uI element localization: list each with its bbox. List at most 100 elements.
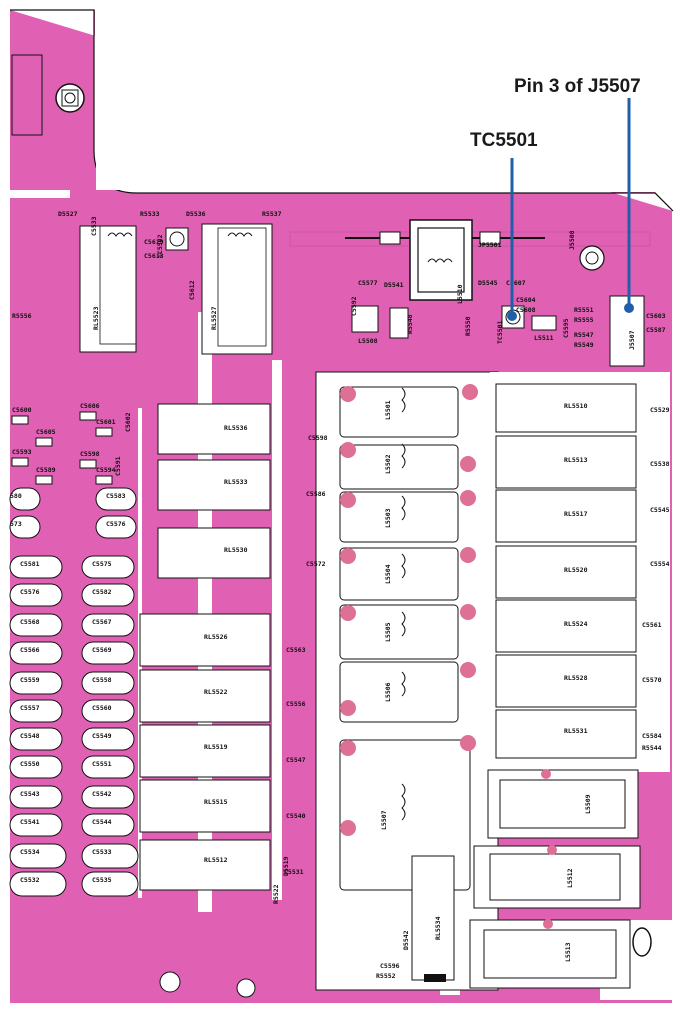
relay-rl5520: RL5520 [564, 566, 588, 574]
cap-c5567: C5567 [92, 618, 112, 626]
label-tc5502: TC5502 [156, 234, 164, 258]
inductor-l5504: L5504 [384, 564, 392, 584]
cap-c5535: C5535 [92, 876, 112, 884]
inductor-l5503: L5503 [384, 508, 392, 528]
relay-rl5536: RL5536 [224, 424, 248, 432]
inductor-l5512: L5512 [566, 868, 574, 888]
tc5501-marker-dot [507, 311, 517, 321]
cap-c5556: C5556 [286, 700, 306, 708]
cap-c5543: C5543 [20, 790, 40, 798]
cap-c5542: C5542 [92, 790, 112, 798]
white-region-top [96, 0, 675, 190]
label-l5511: L5511 [534, 334, 554, 342]
inductor-l5506: L5506 [384, 682, 392, 702]
cap-c5561: C5561 [642, 621, 662, 629]
label-c5533: C5533 [90, 216, 98, 236]
top-relay-area [79, 219, 645, 367]
label-r5556: R5556 [12, 312, 32, 320]
relay-rl5527: RL5527 [210, 306, 218, 330]
relay-rl5534: RL5534 [434, 916, 442, 940]
relay-rl5530: RL5530 [224, 546, 248, 554]
label-r5533: R5533 [140, 210, 160, 218]
cap-c5533: C5533 [92, 848, 112, 856]
relay-rl5531: RL5531 [564, 727, 588, 735]
annotation-markers [507, 98, 634, 321]
label-c5603: C5603 [646, 312, 666, 320]
cap-c5557: C5557 [20, 704, 40, 712]
cap-c5534: C5534 [20, 848, 40, 856]
label-j5507: J5507 [628, 330, 636, 350]
cap-c5545: C5545 [650, 506, 670, 514]
label-c5587: C5587 [646, 326, 666, 334]
cap-c5551: C5551 [92, 760, 112, 768]
relay-rl5522: RL5522 [204, 688, 228, 696]
pin3-annotation: Pin 3 of J5507 [514, 76, 641, 97]
lower-right-inductors [469, 769, 641, 989]
inductor-coils [401, 387, 406, 821]
cap-c5586: C5586 [306, 490, 326, 498]
relay-rl5510: RL5510 [564, 402, 588, 410]
diode-d5542: D5542 [402, 930, 410, 950]
label-c5613: C5613 [144, 252, 164, 260]
cap-c5532: C5532 [20, 876, 40, 884]
relay-rl5513: RL5513 [564, 456, 588, 464]
label-c5592: C5592 [350, 296, 358, 316]
label-r5537: R5537 [262, 210, 282, 218]
inductor-l5501: L5501 [384, 400, 392, 420]
inductor-pads [340, 384, 478, 836]
tc5501-annotation: TC5501 [470, 130, 538, 151]
label-jp5501: JP5501 [478, 241, 502, 249]
cap-c5529: C5529 [650, 406, 670, 414]
cap-c5606: C5606 [80, 402, 100, 410]
relay-rl5528: RL5528 [564, 674, 588, 682]
label-c5612: C5612 [188, 280, 196, 300]
label-r5549: R5549 [574, 341, 594, 349]
cap-c5576b: C5576 [106, 520, 126, 528]
label-c5577: C5577 [358, 279, 378, 287]
cap-c5589: C5589 [36, 466, 56, 474]
label-l5508: L5508 [358, 337, 378, 345]
label-r5548: R5548 [406, 314, 414, 334]
cap-c5576: C5576 [20, 588, 40, 596]
cap-c5575: C5575 [92, 560, 112, 568]
cap-c5550: C5550 [20, 760, 40, 768]
cap-c5549: C5549 [92, 732, 112, 740]
cap-c5540: C5540 [286, 812, 306, 820]
cap-c5601: C5601 [96, 418, 116, 426]
cap-c5566: C5566 [20, 646, 40, 654]
cap-c5581: C5581 [20, 560, 40, 568]
label-d5536: D5536 [186, 210, 206, 218]
cap-c5538: C5538 [650, 460, 670, 468]
label-d5527: D5527 [58, 210, 78, 218]
label-l5510: L5510 [456, 284, 464, 304]
inductor-l5513: L5513 [564, 942, 572, 962]
cap-c5531: C5531 [284, 868, 304, 876]
small-caps [11, 411, 113, 485]
relay-rl5526: RL5526 [204, 633, 228, 641]
label-c5607: C5607 [506, 279, 526, 287]
inductor-l5505: L5505 [384, 622, 392, 642]
relay-rl5523: RL5523 [92, 306, 100, 330]
label-d5541: D5541 [384, 281, 404, 289]
cap-c5548: C5548 [20, 732, 40, 740]
cap-c5600: C5600 [12, 406, 32, 414]
relay-rl5517: RL5517 [564, 510, 588, 518]
res-r5552: R5552 [376, 972, 396, 980]
label-r5547: R5547 [574, 331, 594, 339]
cap-c5568: C5568 [20, 618, 40, 626]
left-relays [139, 403, 271, 891]
cap-labels: C5581 C5575 C5576 C5582 C5568 C5567 C556… [20, 560, 112, 884]
top-ref-labels: D5527 R5533 D5536 R5537 C5619 C5613 JP55… [12, 210, 666, 350]
label-r5555: R5555 [574, 316, 594, 324]
mounting-holes [159, 971, 256, 998]
label-tc5501: TC5501 [496, 320, 504, 344]
cap-c5569: C5569 [92, 646, 112, 654]
cap-c5572: C5572 [306, 560, 326, 568]
label-r5551: R5551 [574, 306, 594, 314]
label-c5604: C5604 [516, 296, 536, 304]
inductor-labels: L5501 L5502 L5503 L5504 L5505 L5506 L550… [380, 400, 592, 962]
relay-labels: RL5523 RL5527 RL5536 RL5533 RL5530 RL552… [92, 306, 588, 940]
relay-rl5515: RL5515 [204, 798, 228, 806]
res-r5544: R5544 [642, 744, 662, 752]
